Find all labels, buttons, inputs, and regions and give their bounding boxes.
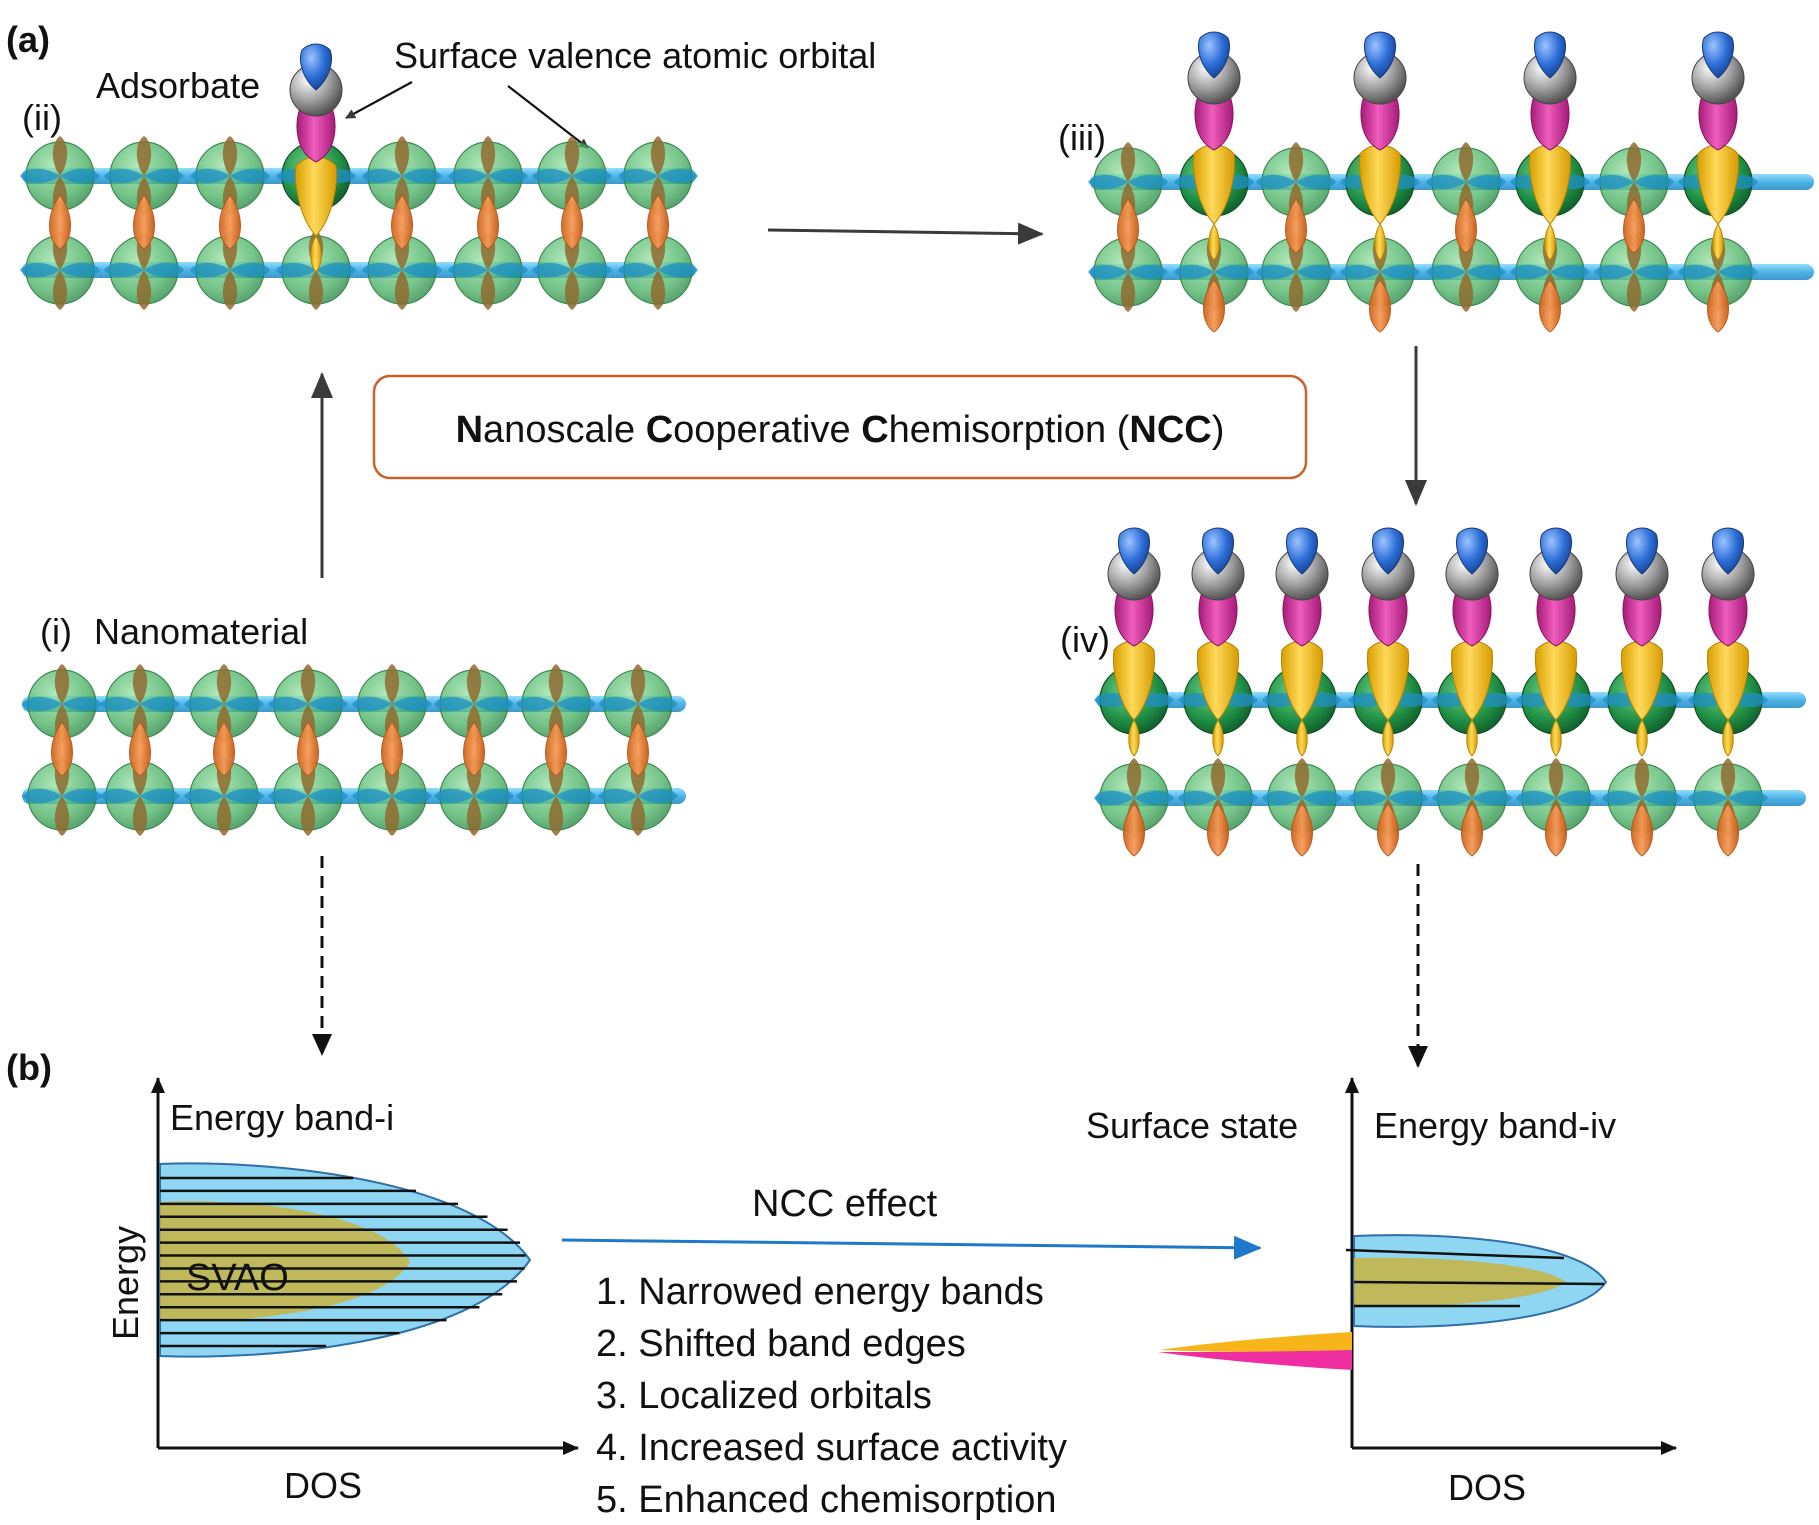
right-x-axis-label: DOS <box>1448 1467 1526 1508</box>
stage-i-label: (i) <box>40 611 72 652</box>
left-band-levels <box>160 1176 416 1348</box>
layer-top-rod <box>22 168 696 184</box>
effect-item-4: 4. Increased surface activity <box>596 1427 1067 1469</box>
effect-item-2: 2. Shifted band edges <box>596 1323 966 1365</box>
effects-list: 1. Narrowed energy bands 2. Shifted band… <box>596 1271 1067 1521</box>
right-band-level-2 <box>1353 1280 1605 1286</box>
structure-i-nanomaterial <box>21 663 686 837</box>
ncc-effect-arrow <box>561 1235 1262 1260</box>
structure-iii <box>1087 31 1814 333</box>
adsorbate-molecule <box>1187 31 1241 261</box>
surface-state-magenta <box>1158 1350 1352 1370</box>
svao-callout-arrow-left <box>345 81 413 119</box>
surface-state-label: Surface state <box>1086 1105 1298 1146</box>
stage-iii-label: (iii) <box>1058 117 1106 158</box>
svao-band-label: SVAO <box>186 1257 289 1299</box>
stage-iv-label: (iv) <box>1060 619 1110 660</box>
structure-ii <box>19 43 699 311</box>
left-svao-region <box>160 1201 410 1321</box>
effect-item-3: 3. Localized orbitals <box>596 1375 932 1417</box>
ncc-title-box <box>372 374 1308 480</box>
nanomaterial-label: Nanomaterial <box>94 611 308 652</box>
panel-b-label: (b) <box>6 1047 52 1088</box>
ncc-effect-label: NCC effect <box>752 1183 938 1225</box>
adsorbate-molecule <box>1353 31 1407 261</box>
left-x-axis-label: DOS <box>284 1465 362 1506</box>
right-band-level-1 <box>1345 1248 1565 1260</box>
surface-state-yellow <box>1160 1332 1352 1352</box>
left-band-levels-over <box>160 1202 526 1322</box>
effect-item-5: 5. Enhanced chemisorption <box>596 1479 1057 1520</box>
adsorbate-molecule <box>1523 31 1577 261</box>
left-band-title: Energy band-i <box>170 1097 394 1138</box>
effect-item-1: 1. Narrowed energy bands <box>596 1271 1044 1313</box>
right-band-title: Energy band-iv <box>1374 1105 1616 1146</box>
adsorbate-label: Adsorbate <box>96 65 260 106</box>
panel-a-label: (a) <box>6 19 50 60</box>
layer-bottom-rod <box>22 262 696 278</box>
svao-callout-arrow-right <box>507 85 589 149</box>
stage-ii-label: (ii) <box>22 97 62 138</box>
adsorbate-molecule <box>1691 31 1745 261</box>
svao-label: Surface valence atomic orbital <box>394 35 876 76</box>
arrow-ii-to-iii <box>767 222 1044 245</box>
ncc-title-text: Nanoscale Cooperative Chemisorption (NCC… <box>456 409 1225 451</box>
structure-iv <box>1093 527 1806 857</box>
left-y-axis-label: Energy <box>105 1226 146 1340</box>
